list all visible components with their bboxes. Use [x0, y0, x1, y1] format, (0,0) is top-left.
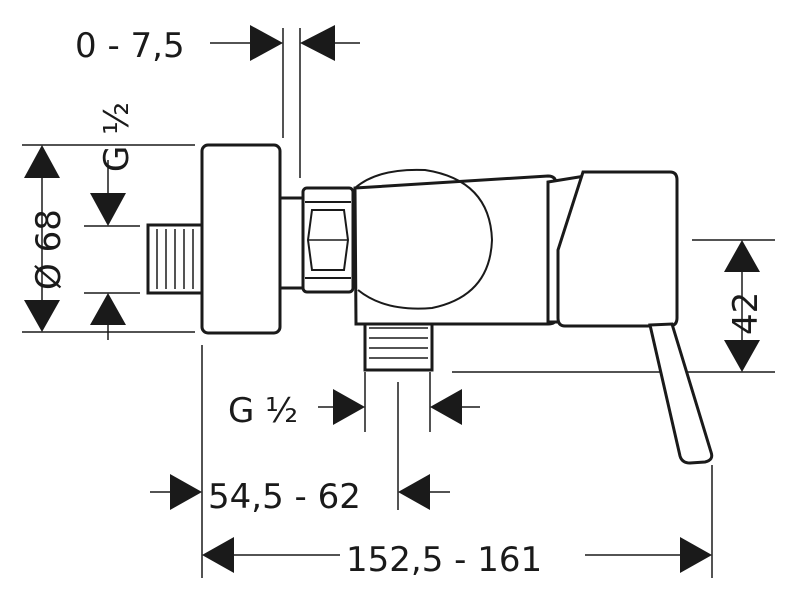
arrowheads — [24, 25, 760, 573]
arrow-dia-top — [24, 145, 60, 178]
arrow-width-left — [202, 537, 234, 573]
lever-head — [556, 170, 679, 328]
arrow-g12-right — [430, 389, 462, 425]
dim-depth: 54,5 - 62 — [208, 477, 361, 517]
dim-top-offset: 0 - 7,5 — [75, 26, 185, 66]
dim-left-thread: G ½ — [97, 102, 137, 172]
arrow-thread-top — [90, 193, 126, 226]
outlet-thread — [363, 316, 434, 372]
housing-dome — [354, 168, 494, 310]
arrow-top-right — [300, 25, 335, 61]
extension-lines — [22, 28, 775, 578]
dim-height: 42 — [726, 292, 766, 335]
arrow-depth-right — [398, 474, 430, 510]
dim-overall-width: 152,5 - 161 — [346, 540, 542, 580]
main-housing — [353, 174, 558, 326]
dimension-lines — [41, 42, 743, 556]
mixer-body — [146, 143, 714, 465]
arrow-depth-left — [170, 474, 202, 510]
arrow-top-left — [250, 25, 283, 61]
arrow-h42-bottom — [724, 340, 760, 372]
dim-diameter: Ø 68 — [29, 209, 69, 290]
dimension-labels: 0 - 7,5 G ½ Ø 68 42 G ½ 54,5 - 62 152,5 … — [29, 26, 766, 580]
arrow-width-right — [680, 537, 712, 573]
dim-bottom-thread: G ½ — [228, 391, 298, 431]
arrow-dia-bottom — [24, 300, 60, 332]
arrow-g12-left — [333, 389, 365, 425]
arrow-thread-bottom — [90, 293, 126, 325]
wall-rosette — [200, 143, 282, 335]
lever-handle — [648, 322, 714, 465]
arrow-h42-top — [724, 240, 760, 272]
